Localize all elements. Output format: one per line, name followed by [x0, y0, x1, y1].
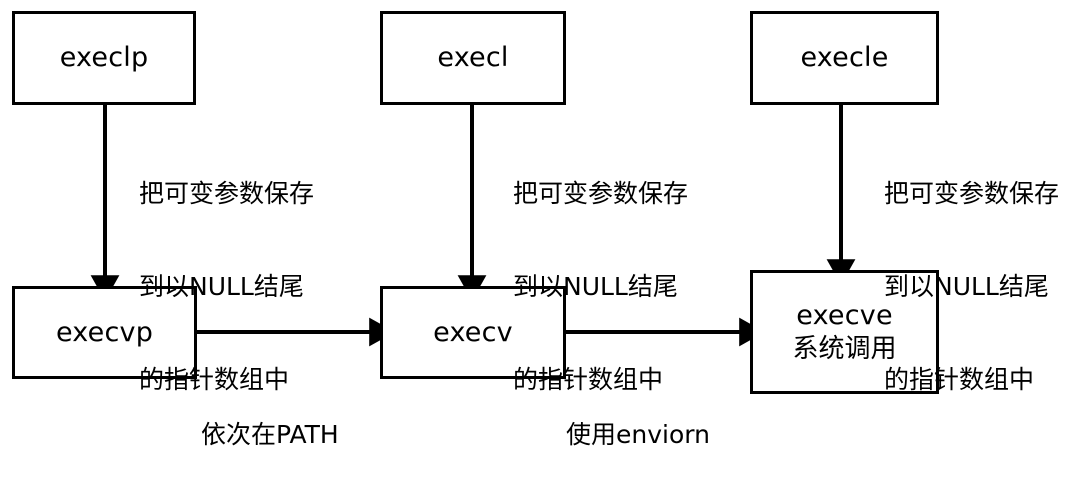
annotation-execlp-to-execvp: 把可变参数保存 到以NULL结尾 的指针数组中	[139, 116, 314, 457]
node-execle[interactable]: execle	[750, 11, 939, 105]
annotation-line: 到以NULL结尾	[139, 272, 304, 301]
node-execve-label: execve	[796, 299, 893, 331]
node-execv[interactable]: execv	[380, 286, 566, 379]
annotation-line: 到以NULL结尾	[513, 272, 678, 301]
annotation-execvp-to-execv: 依次在PATH 环境变量指示 的各目录中 查找该程序	[201, 357, 351, 504]
node-execl-label: execl	[437, 42, 509, 74]
node-execve[interactable]: execve 系统调用	[750, 270, 939, 394]
annotation-execv-to-execve: 使用enviorn 所指向的当前 环境变量表	[566, 357, 716, 504]
node-execlp[interactable]: execlp	[12, 11, 196, 105]
annotation-line: 依次在PATH	[201, 420, 339, 449]
node-execvp[interactable]: execvp	[12, 286, 197, 379]
node-execlp-label: execlp	[59, 42, 149, 74]
annotation-line: 的指针数组中	[513, 365, 664, 394]
node-execl[interactable]: execl	[380, 11, 566, 105]
annotation-line: 的指针数组中	[139, 365, 290, 394]
annotation-execl-to-execv: 把可变参数保存 到以NULL结尾 的指针数组中	[513, 116, 688, 457]
annotation-line: 到以NULL结尾	[884, 272, 1049, 301]
node-execvp-label: execvp	[55, 316, 154, 348]
annotation-line: 把可变参数保存	[139, 179, 315, 208]
node-execv-label: execv	[433, 316, 513, 348]
node-execle-label: execle	[800, 42, 889, 74]
annotation-line: 把可变参数保存	[884, 179, 1060, 208]
node-execve-sublabel: 系统调用	[792, 333, 897, 364]
annotation-line: 的指针数组中	[884, 365, 1035, 394]
annotation-execle-to-execve: 把可变参数保存 到以NULL结尾 的指针数组中	[884, 116, 1059, 457]
annotation-line: 把可变参数保存	[513, 179, 689, 208]
annotation-line: 使用enviorn	[566, 420, 710, 449]
